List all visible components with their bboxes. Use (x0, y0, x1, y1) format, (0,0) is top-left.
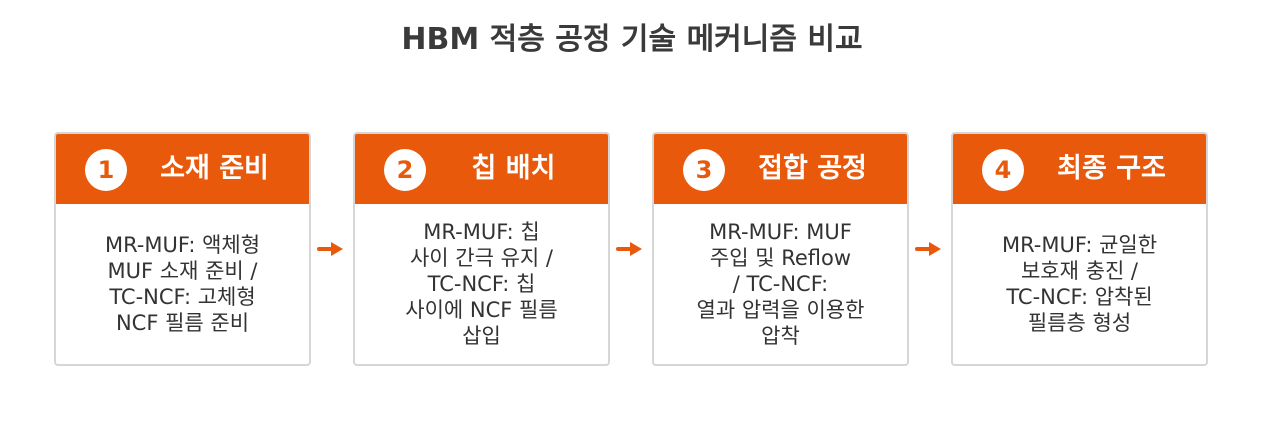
diagram-title: HBM 적층 공정 기술 메커니즘 비교 (401, 22, 863, 57)
step-title-4: 최종 구조 (1057, 153, 1166, 184)
step-header-2: 2 칩 배치 (355, 134, 608, 204)
step-number-badge-3: 3 (683, 149, 725, 191)
step-body-3: MR-MUF: MUF 주입 및 Reflow / TC-NCF: 열과 압력을… (662, 204, 899, 364)
step-card-4: 4 최종 구조 MR-MUF: 균일한 보호재 충진 / TC-NCF: 압착된… (951, 132, 1208, 366)
arrow-right-icon (915, 242, 941, 256)
step-number-badge-2: 2 (384, 149, 426, 191)
step-card-1: 1 소재 준비 MR-MUF: 액체형 MUF 소재 준비 / TC-NCF: … (54, 132, 311, 366)
step-description-3: MR-MUF: MUF 주입 및 Reflow / TC-NCF: 열과 압력을… (696, 220, 865, 348)
step-header-4: 4 최종 구조 (953, 134, 1206, 204)
step-title-1: 소재 준비 (160, 153, 269, 184)
step-body-4: MR-MUF: 균일한 보호재 충진 / TC-NCF: 압착된 필름층 형성 (961, 204, 1198, 364)
step-description-1: MR-MUF: 액체형 MUF 소재 준비 / TC-NCF: 고체형 NCF … (104, 233, 261, 335)
arrow-right-icon (616, 242, 642, 256)
step-body-1: MR-MUF: 액체형 MUF 소재 준비 / TC-NCF: 고체형 NCF … (64, 204, 301, 364)
step-header-3: 3 접합 공정 (654, 134, 907, 204)
step-description-4: MR-MUF: 균일한 보호재 충진 / TC-NCF: 압착된 필름층 형성 (1001, 233, 1158, 335)
step-card-3: 3 접합 공정 MR-MUF: MUF 주입 및 Reflow / TC-NCF… (652, 132, 909, 366)
step-body-2: MR-MUF: 칩 사이 간극 유지 / TC-NCF: 칩 사이에 NCF 필… (363, 204, 600, 364)
step-title-2: 칩 배치 (471, 153, 556, 184)
arrow-right-icon (317, 242, 343, 256)
step-header-1: 1 소재 준비 (56, 134, 309, 204)
step-number-badge-1: 1 (85, 149, 127, 191)
step-title-3: 접합 공정 (758, 153, 867, 184)
step-number-badge-4: 4 (982, 149, 1024, 191)
step-card-2: 2 칩 배치 MR-MUF: 칩 사이 간극 유지 / TC-NCF: 칩 사이… (353, 132, 610, 366)
step-description-2: MR-MUF: 칩 사이 간극 유지 / TC-NCF: 칩 사이에 NCF 필… (405, 220, 558, 348)
